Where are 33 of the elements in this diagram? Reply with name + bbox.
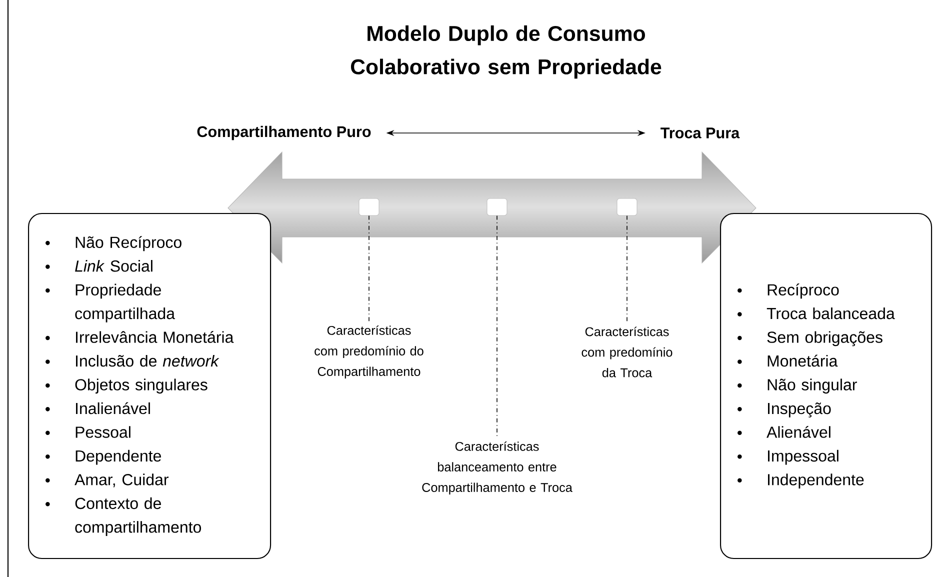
bullet-item: Alienável <box>766 426 830 438</box>
end-label: Compartilhamento Puro <box>197 126 371 140</box>
caption: Características com predomínio do Compartilhamento <box>314 325 424 378</box>
title: Modelo Duplo de Consumo Colaborativo sem Propriedade <box>351 25 662 79</box>
leader-line <box>368 215 370 323</box>
leader-line <box>496 215 498 439</box>
bullet-item: Sem obrigações <box>767 331 882 346</box>
bullet-item: Contexto de compartilhamento <box>75 497 201 536</box>
end-label: Troca Pura <box>660 128 740 138</box>
caption: Características com predomínio da Troca <box>582 326 672 378</box>
caption: Características balanceamento entre Compartilhamento e Troca <box>422 441 572 494</box>
bullet-item: Link Social <box>75 260 152 272</box>
bullet-item: Propriedade compartilhada <box>75 284 175 322</box>
list-box <box>720 213 932 560</box>
bullet-item: Independente <box>768 474 864 488</box>
marker-box <box>486 198 508 216</box>
bullet-item: Objetos singulares <box>75 378 208 394</box>
bullet-item: Não singular <box>768 378 857 394</box>
bullet-item: Inalienável <box>76 402 150 414</box>
marker-box <box>358 198 380 216</box>
bullet-item: Não Recíproco <box>76 236 182 252</box>
bullet-item: Dependente <box>76 450 161 465</box>
bullet-item: Monetária <box>768 354 838 367</box>
bullet-item: Inclusão de network <box>76 354 220 367</box>
bullet-item: Troca balanceada <box>766 307 895 320</box>
bullet-item: Recíproco <box>768 284 839 299</box>
list-box <box>28 213 272 560</box>
bullet-item: Inspeção <box>768 402 831 418</box>
marker-box <box>616 198 638 216</box>
bullet-item: Impessoal <box>768 450 838 465</box>
bullet-item: Pessoal <box>76 426 130 438</box>
bullet-item: Amar, Cuidar <box>74 474 168 488</box>
bullet-item: Irrelevância Monetária <box>76 331 234 343</box>
